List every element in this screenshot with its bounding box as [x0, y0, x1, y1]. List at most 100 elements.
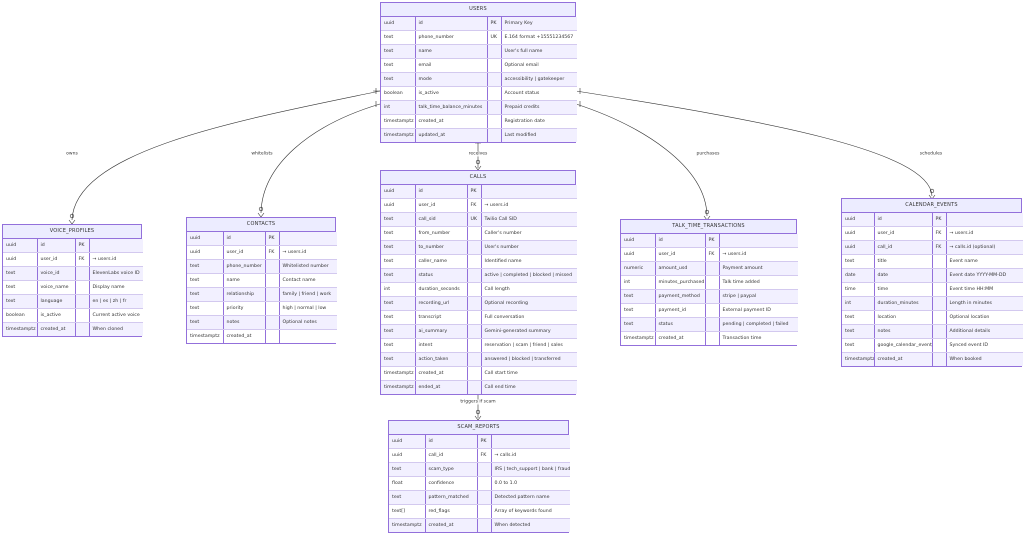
attribute-comment: Twilio Call SID: [481, 212, 577, 227]
attribute-key: [487, 58, 502, 73]
attribute-key: UK: [467, 212, 482, 227]
attribute-name: to_number: [415, 240, 468, 255]
attribute-name: call_sid: [415, 212, 468, 227]
entity-title: VOICE_PROFILES: [3, 225, 141, 239]
attribute-key: [705, 317, 720, 332]
attribute-key: [265, 273, 280, 288]
attribute-name: caller_name: [415, 254, 468, 269]
edge-users-talk-time: [575, 103, 708, 217]
attribute-name: red_flags: [425, 504, 478, 519]
attribute-type: text: [621, 303, 656, 318]
attribute-type: uuid: [842, 213, 875, 227]
attribute-type: timestamptz: [621, 331, 656, 345]
attribute-name: minutes_purchased: [655, 275, 706, 290]
attribute-comment: [481, 185, 577, 199]
attribute-type: int: [381, 282, 416, 297]
attribute-key: FK: [705, 247, 720, 262]
attribute-comment: [946, 213, 1023, 227]
attribute-type: text: [842, 254, 875, 269]
attribute-name: talk_time_balance_minutes: [415, 100, 488, 115]
attribute-type: int: [621, 275, 656, 290]
attribute-type: int: [842, 296, 875, 311]
attribute-name: intent: [415, 338, 468, 353]
attribute-key: [75, 294, 90, 309]
attribute-key: FK: [932, 226, 947, 241]
attribute-type: uuid: [381, 17, 416, 31]
attribute-key: [705, 261, 720, 276]
attribute-type: timestamptz: [389, 518, 426, 532]
relationship-label-whitelists: whitelists: [250, 151, 274, 157]
attribute-name: created_at: [223, 329, 266, 343]
attribute-type: timestamptz: [381, 366, 416, 381]
attribute-type: boolean: [3, 308, 38, 323]
attribute-comment: Call start time: [481, 366, 577, 381]
attribute-comment: answered | blocked | transferred: [481, 352, 577, 367]
attribute-key: [467, 254, 482, 269]
attribute-name: status: [415, 268, 468, 283]
attribute-name: mode: [415, 72, 488, 87]
attribute-name: duration_minutes: [874, 296, 933, 311]
attribute-name: pattern_matched: [425, 490, 478, 505]
relationship-label-schedules: schedules: [918, 151, 944, 157]
attribute-comment: Identified name: [481, 254, 577, 269]
attribute-comment: → users.id: [481, 198, 577, 213]
attribute-name: id: [223, 232, 266, 246]
attribute-comment: Caller's number: [481, 226, 577, 241]
attribute-type: text: [381, 268, 416, 283]
attribute-comment: Optional email: [501, 58, 577, 73]
attribute-type: uuid: [187, 232, 224, 246]
attribute-type: uuid: [389, 448, 426, 463]
attribute-comment: Current active voice: [89, 308, 143, 323]
attribute-type: text[]: [389, 504, 426, 519]
attribute-name: call_id: [874, 240, 933, 255]
attribute-comment: → calls.id (optional): [946, 240, 1023, 255]
attribute-name: status: [655, 317, 706, 332]
attribute-key: [467, 338, 482, 353]
attribute-name: is_active: [415, 86, 488, 101]
attribute-name: call_id: [425, 448, 478, 463]
attribute-comment: Talk time added: [719, 275, 798, 290]
attribute-name: phone_number: [415, 30, 488, 45]
relationship-label-receives: receives: [467, 151, 489, 157]
attribute-type: text: [3, 266, 38, 281]
attribute-name: priority: [223, 301, 266, 316]
attribute-type: text: [381, 212, 416, 227]
attribute-type: text: [381, 72, 416, 87]
attribute-name: id: [415, 185, 468, 199]
attribute-type: text: [381, 324, 416, 339]
attribute-key: [467, 296, 482, 311]
attribute-key: [487, 128, 502, 142]
attribute-key: [265, 259, 280, 274]
attribute-type: timestamptz: [3, 322, 38, 336]
attribute-comment: Call end time: [481, 380, 577, 394]
attribute-comment: Transaction time: [719, 331, 798, 345]
attribute-comment: Contact name: [279, 273, 337, 288]
attribute-key: FK: [477, 448, 492, 463]
attribute-name: google_calendar_event_id: [874, 338, 933, 353]
attribute-key: [487, 44, 502, 59]
attribute-key: [467, 268, 482, 283]
